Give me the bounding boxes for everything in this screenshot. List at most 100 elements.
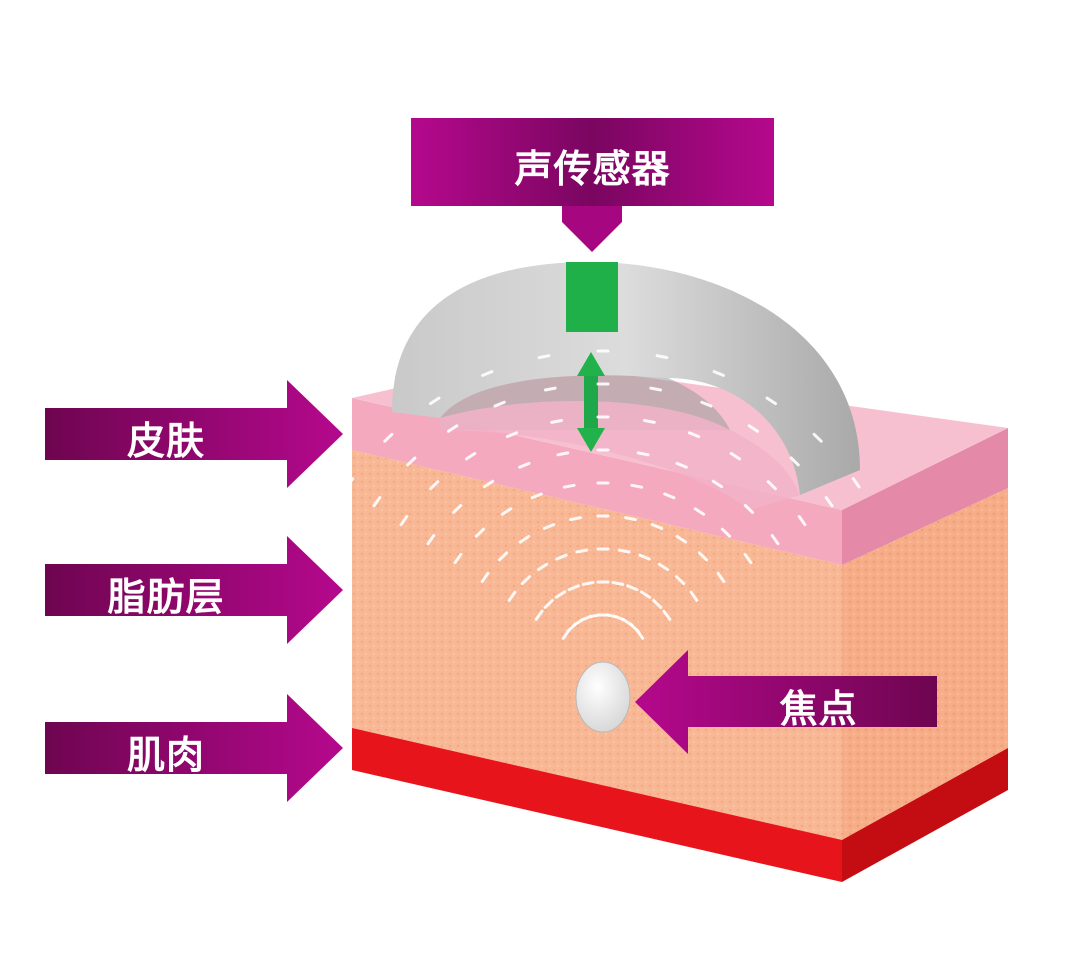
skin-layer-side	[842, 428, 1008, 565]
label-focus: 焦点	[779, 687, 858, 731]
wave-dash	[399, 515, 409, 527]
arrow-focus	[635, 650, 937, 754]
wave-dash	[518, 535, 531, 544]
wave-dash	[675, 461, 688, 469]
wave-dash	[500, 507, 513, 516]
wave-dash	[493, 400, 506, 408]
transducer-element	[566, 262, 618, 332]
wave-dash	[797, 515, 807, 527]
wave-dash	[447, 424, 459, 433]
wave-dash	[507, 590, 517, 602]
wave-dash	[569, 516, 582, 522]
wave-dash	[662, 609, 672, 621]
wave-dash	[650, 523, 664, 530]
wave-dash	[747, 424, 759, 433]
wave-dash	[851, 477, 861, 489]
wave-dash	[481, 370, 494, 377]
label-fat: 脂肪层	[107, 575, 225, 619]
wave-dash	[555, 553, 568, 561]
arrow-muscle	[45, 694, 343, 802]
vibration-arrow	[577, 352, 605, 452]
label-skin: 皮肤	[126, 419, 205, 463]
transducer-dome	[392, 262, 860, 495]
wave-dash	[655, 354, 669, 360]
wave-dash	[429, 396, 441, 406]
label-transducer: 声传感器	[514, 147, 671, 191]
wave-dash	[697, 551, 709, 562]
wave-dash	[429, 480, 440, 491]
wave-dash	[770, 534, 780, 546]
wave-dash	[729, 452, 741, 461]
wave-dash	[663, 492, 676, 500]
wave-dash	[617, 548, 631, 554]
wave-dash	[372, 496, 382, 508]
wave-dash	[497, 551, 509, 562]
transducer-cavity	[440, 400, 800, 510]
wave-dash	[611, 581, 625, 586]
wave-dash	[743, 552, 753, 565]
wave-dash	[567, 584, 580, 592]
wave-dash	[765, 396, 777, 406]
wave-dash	[675, 575, 686, 586]
wave-dash	[452, 504, 463, 514]
wave-dash	[711, 479, 724, 489]
wave-dash	[630, 483, 644, 489]
wave-dash	[453, 552, 463, 565]
wave-dash	[505, 431, 519, 439]
wave-dash	[520, 575, 531, 586]
wave-dash	[689, 590, 699, 602]
wave-dash	[581, 581, 595, 586]
wave-dash	[743, 504, 754, 514]
fat-layer-front	[352, 450, 842, 850]
wave-dash	[426, 534, 436, 546]
wave-dash	[624, 516, 637, 522]
wave-dash	[687, 431, 701, 439]
wave-dash	[824, 496, 834, 508]
wave-dash	[542, 523, 556, 530]
wave-dash	[550, 419, 563, 424]
wave-dash	[700, 400, 713, 408]
fat-layer-side	[842, 488, 1008, 850]
ultrasound-waves	[345, 349, 861, 640]
wave-dash	[534, 609, 544, 621]
wave-dash	[518, 461, 531, 469]
wave-dash	[812, 432, 823, 443]
wave-dash	[635, 628, 645, 640]
arrow-transducer	[411, 118, 774, 252]
wave-dash	[530, 492, 543, 500]
wave-dash	[345, 477, 355, 489]
wave-dash	[480, 571, 490, 583]
wave-dash	[789, 456, 800, 467]
wave-dash	[716, 571, 726, 583]
tissue-block	[352, 360, 1008, 882]
wave-dash	[465, 452, 477, 461]
wave-dash	[639, 590, 652, 599]
wave-dash	[652, 598, 663, 609]
wave-dash	[643, 419, 656, 424]
muscle-layer-front	[352, 728, 842, 882]
skin-layer-front	[352, 398, 842, 565]
wave-dash	[766, 480, 777, 491]
wave-dash	[675, 535, 688, 544]
label-muscle: 肌肉	[126, 733, 205, 777]
muscle-layer-side	[842, 748, 1008, 882]
wave-dash	[474, 527, 486, 538]
wave-dash	[543, 386, 557, 392]
focal-point	[575, 661, 631, 733]
wave-dash	[720, 527, 732, 538]
wave-dash	[536, 562, 549, 572]
wave-dash	[554, 590, 567, 599]
arrow-skin	[45, 380, 343, 488]
wave-dash	[638, 553, 651, 561]
wave-dash	[575, 548, 589, 554]
wave-dash	[636, 451, 650, 457]
wave-dash	[562, 483, 576, 489]
wave-dash	[556, 451, 570, 457]
wave-dash	[712, 370, 725, 377]
wave-dash	[383, 432, 394, 443]
wave-dash	[406, 456, 417, 467]
arrow-fat	[45, 536, 343, 644]
wave-dash	[482, 479, 495, 489]
wave-dash	[537, 354, 551, 360]
